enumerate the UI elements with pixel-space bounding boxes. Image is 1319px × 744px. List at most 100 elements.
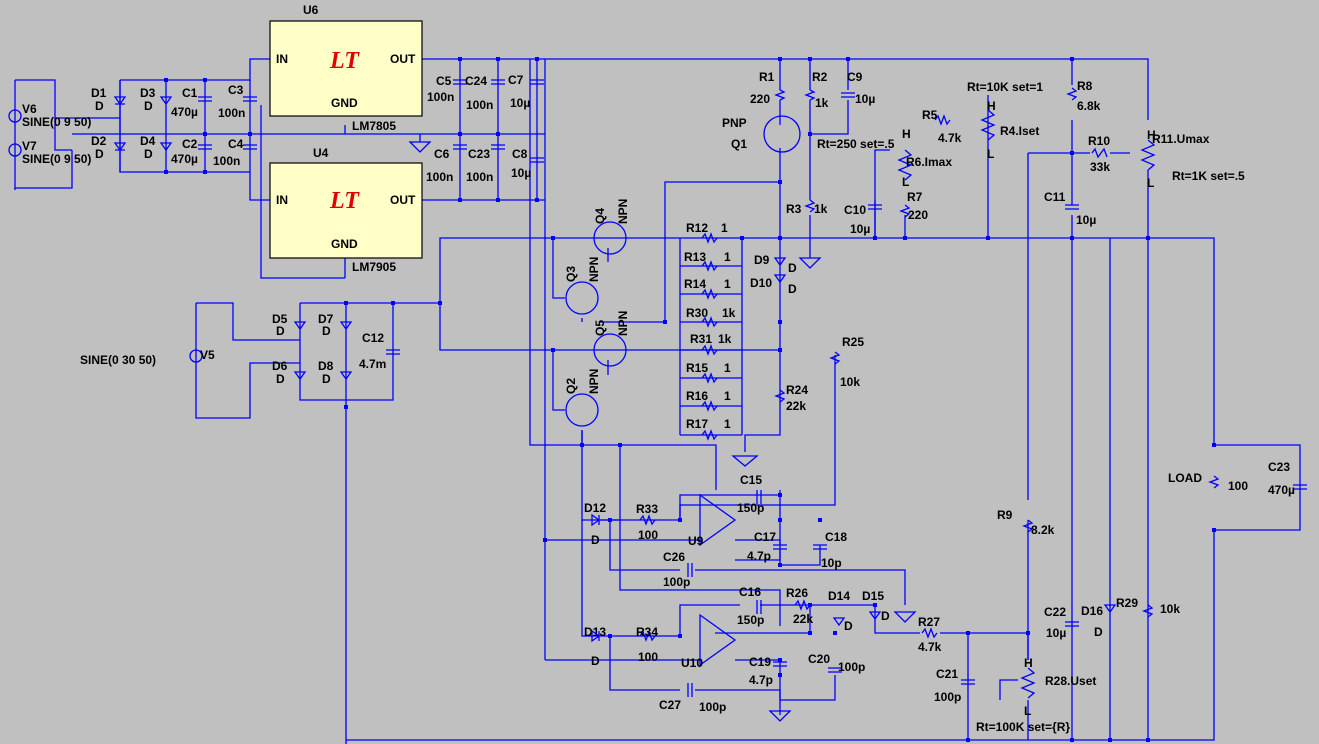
res-r24-value: 22k	[786, 399, 806, 413]
pot-r11-h: H	[1147, 128, 1156, 142]
q3-type: NPN	[587, 257, 601, 282]
diode-d14-model: D	[844, 619, 853, 633]
ground-icon	[768, 710, 792, 722]
q5-name: Q5	[593, 320, 607, 336]
cap-c6-value: 100n	[426, 170, 453, 184]
res-r34-value: 100	[638, 650, 658, 664]
source-v5-value: SINE(0 30 50)	[80, 353, 156, 367]
cap-c23b: C23	[1268, 460, 1290, 474]
ground-icon	[893, 611, 917, 623]
pot-r4-name: R4.Iset	[1000, 124, 1039, 138]
res-r25: R25	[842, 335, 864, 349]
cap-c11-value: 10µ	[1076, 213, 1096, 227]
pot-r4-l: L	[987, 147, 994, 161]
cap-c10-value: 10µ	[850, 222, 870, 236]
pot-r6-h: H	[902, 127, 911, 141]
chip-u4-name: U4	[313, 146, 329, 160]
res-r5-value: 4.7k	[938, 131, 962, 145]
lt-logo-icon: LT	[329, 188, 360, 214]
diode-symbols	[113, 96, 1117, 643]
cap-c27: C27	[659, 698, 681, 712]
transistor-q5: Q5 NPN	[593, 311, 630, 367]
diode-d1-model: D	[95, 99, 104, 113]
junction-dots	[164, 57, 1216, 742]
cap-c22: C22	[1044, 605, 1066, 619]
q3-name: Q3	[564, 266, 578, 282]
pot-r6-l: L	[902, 175, 909, 189]
diode-d12: D12	[584, 501, 606, 515]
res-r24: R24	[786, 383, 808, 397]
diode-d5: D5	[272, 312, 288, 326]
res-r13: R13	[684, 250, 706, 264]
res-r5: R5	[922, 108, 938, 122]
cap-c9: C9	[847, 70, 863, 84]
cap-c8: C8	[512, 147, 528, 161]
diode-d16: D16	[1081, 604, 1103, 618]
cap-c16: C16	[739, 585, 761, 599]
q5-type: NPN	[616, 311, 630, 336]
cap-c23a-value: 100n	[466, 170, 493, 184]
diode-d6-model: D	[276, 372, 285, 386]
cap-c20-value: 100p	[838, 660, 865, 674]
pot-r6-params: Rt=250 set=.5	[817, 137, 895, 151]
diode-d6: D6	[272, 359, 288, 373]
diode-d8: D8	[318, 359, 334, 373]
res-r14: R14	[684, 277, 706, 291]
source-v6-name: V6	[22, 102, 37, 116]
diode-d9: D9	[754, 253, 770, 267]
cap-c23a: C23	[468, 147, 490, 161]
diode-d10-model: D	[788, 282, 797, 296]
cap-c4-value: 100n	[213, 154, 240, 168]
res-r3-value: 1k	[814, 202, 828, 216]
source-v5-name: V5	[200, 348, 215, 362]
source-v6: V6 SINE(0 9 50)	[8, 102, 91, 129]
pot-r6: Rt=250 set=.5 H L R6.Imax	[817, 127, 952, 189]
cap-c20: C20	[808, 652, 830, 666]
cap-c10: C10	[844, 203, 866, 217]
res-r29: R29	[1116, 596, 1138, 610]
cap-c17: C17	[754, 530, 776, 544]
chip-u6-part: LM7805	[352, 119, 396, 133]
res-r2-value: 1k	[815, 96, 829, 110]
transistor-q4: Q4 NPN	[593, 199, 630, 255]
res-r10: R10	[1088, 134, 1110, 148]
cap-c1-value: 470µ	[171, 105, 198, 119]
cap-c9-value: 10µ	[855, 92, 875, 106]
res-r8-value: 6.8k	[1077, 99, 1101, 113]
cap-c19-value: 4.7p	[749, 673, 773, 687]
cap-c2-value: 470µ	[171, 152, 198, 166]
cap-c8-value: 10µ	[511, 166, 531, 180]
cap-c18-value: 10p	[821, 556, 842, 570]
transistor-q2: Q2 NPN	[564, 369, 601, 427]
diode-d13: D13	[584, 625, 606, 639]
cap-c11: C11	[1044, 190, 1066, 204]
chip-u6-name: U6	[303, 3, 319, 17]
cap-c26-value: 100p	[663, 575, 690, 589]
opamp-u9-name: U9	[688, 534, 704, 548]
chip-u4-out: OUT	[390, 193, 416, 207]
cap-c3-value: 100n	[218, 106, 245, 120]
res-r25-value: 10k	[840, 375, 860, 389]
wires	[14, 58, 1301, 744]
res-r31: R31	[690, 332, 712, 346]
q2-name: Q2	[564, 378, 578, 394]
source-v5: V5 SINE(0 30 50)	[80, 348, 215, 367]
source-v7: V7 SINE(0 9 50)	[8, 139, 91, 166]
cap-c24-value: 100n	[466, 98, 493, 112]
pot-r4: Rt=10K set=1 H L R4.Iset	[967, 80, 1043, 161]
diode-d3-model: D	[144, 99, 153, 113]
q1-name: Q1	[731, 137, 747, 151]
diode-d2-model: D	[95, 147, 104, 161]
res-r14-value: 1	[724, 277, 731, 291]
resistor-labels: R1 220 R2 1k R3 1k R5 4.7k R7 220 R8 6.8…	[636, 70, 1248, 664]
cap-c15-value: 150p	[737, 501, 764, 515]
cap-c17-value: 4.7p	[747, 549, 771, 563]
res-r1-value: 220	[750, 92, 770, 106]
q4-name: Q4	[593, 208, 607, 224]
diode-d3: D3	[140, 86, 156, 100]
pot-r11-name: R11.Umax	[1152, 132, 1210, 146]
lt-logo-icon: LT	[329, 48, 360, 74]
pot-r28-name: R28.Uset	[1045, 674, 1096, 688]
res-r30-value: 1k	[722, 306, 736, 320]
